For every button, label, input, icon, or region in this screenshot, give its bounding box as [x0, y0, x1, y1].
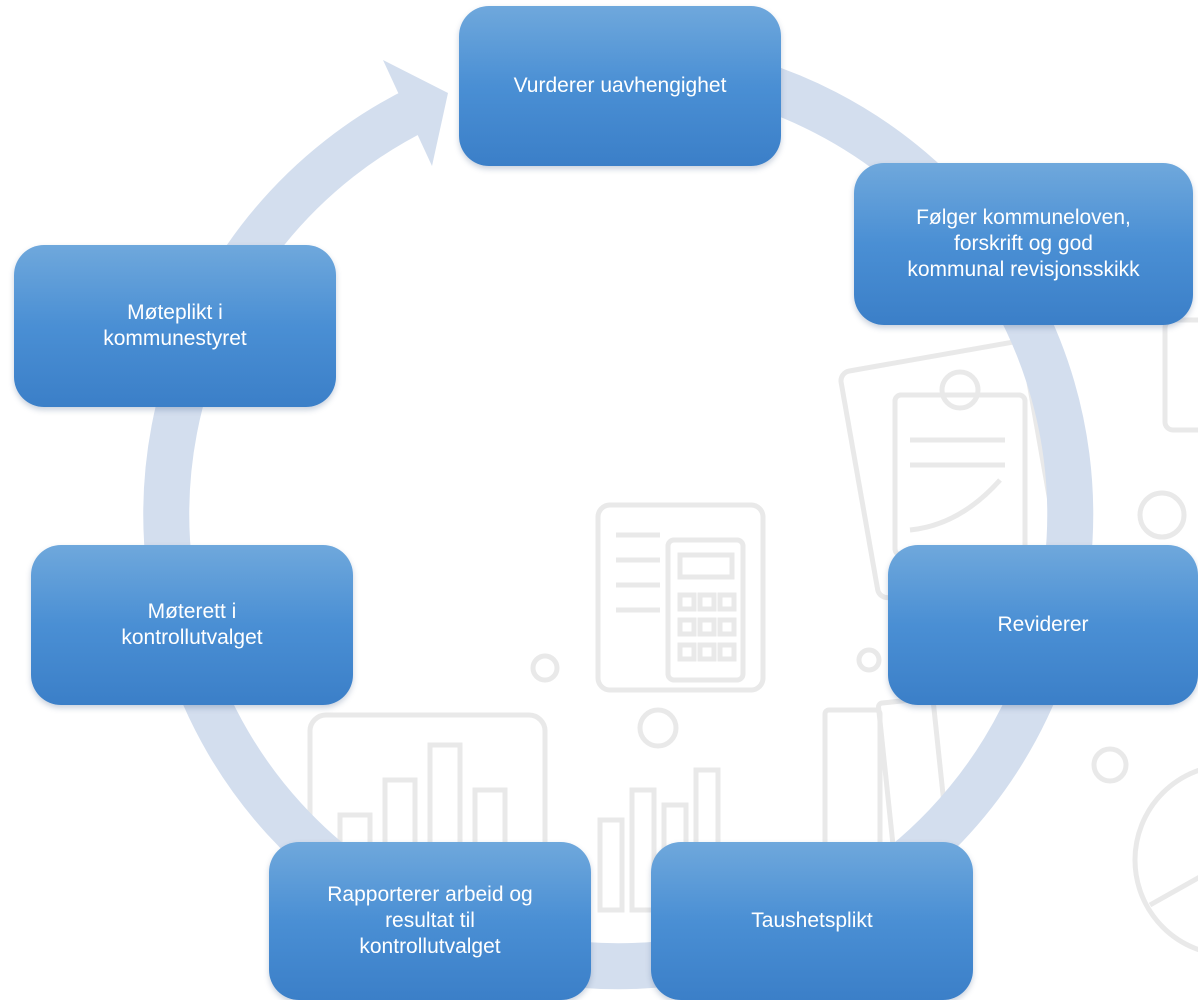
- step-reviderer: Reviderer: [888, 545, 1198, 705]
- step-rapporterer: Rapporterer arbeid og resultat til kontr…: [269, 842, 591, 1000]
- step-moterett: Møterett i kontrollutvalget: [31, 545, 353, 705]
- step-folger-kommuneloven: Følger kommuneloven, forskrift og god ko…: [854, 163, 1193, 325]
- decorative-circles: [530, 490, 1187, 784]
- step-vurderer-uavhengighet: Vurderer uavhengighet: [459, 6, 781, 166]
- calculator-book-icon: [595, 502, 766, 693]
- pie-chart-icon: [1132, 767, 1198, 953]
- step-taushetsplikt: Taushetsplikt: [651, 842, 973, 1000]
- monitor-icon: [1162, 317, 1198, 433]
- step-moteplikt: Møteplikt i kommunestyret: [14, 245, 336, 407]
- cycle-arrowhead: [383, 60, 448, 166]
